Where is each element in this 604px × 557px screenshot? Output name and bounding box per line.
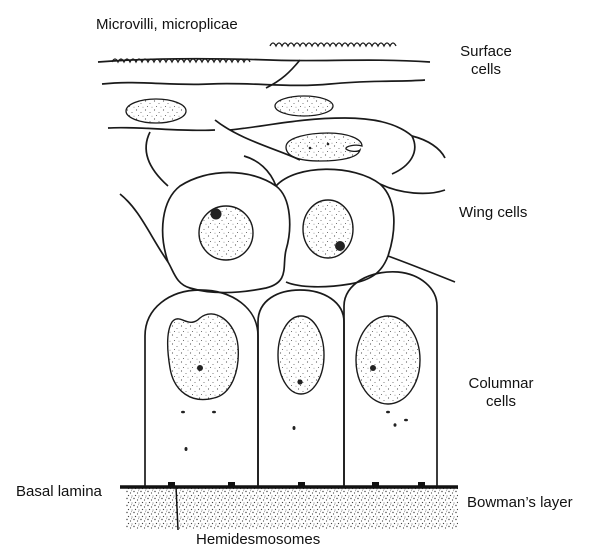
nucleolus bbox=[197, 365, 203, 371]
wing-cells-label: Wing cells bbox=[459, 204, 527, 222]
cytoplasm-granules bbox=[181, 411, 408, 451]
columnar-label-line1: Columnar bbox=[456, 375, 546, 393]
wing-cell-extension bbox=[120, 194, 168, 262]
nucleolus bbox=[211, 209, 222, 220]
surface-cell-border bbox=[102, 80, 425, 85]
surface-nucleus bbox=[286, 133, 362, 161]
wing-cell-extension bbox=[380, 184, 445, 193]
wing-cell-extension bbox=[388, 256, 455, 282]
bowmans-layer-label: Bowman’s layer bbox=[467, 494, 573, 512]
columnar-nucleus-3 bbox=[356, 316, 420, 404]
columnar-nuclei bbox=[168, 314, 420, 404]
surface-cell-border bbox=[244, 156, 276, 186]
surface-cell-border bbox=[108, 128, 215, 131]
basal-lamina-label: Basal lamina bbox=[16, 483, 102, 501]
nucleolus bbox=[297, 379, 302, 384]
surface-nucleus bbox=[275, 96, 333, 116]
columnar-label-line2: cells bbox=[456, 393, 546, 411]
surface-cell-border bbox=[412, 136, 445, 158]
microvilli-label: Microvilli, microplicae bbox=[96, 16, 238, 34]
surface-cell-border bbox=[146, 132, 168, 186]
microvilli-ruffle bbox=[270, 43, 396, 46]
nucleolus bbox=[370, 365, 376, 371]
surface-cell-border bbox=[266, 60, 300, 88]
wing-nucleus-left bbox=[199, 206, 253, 260]
hemidesmosomes-label: Hemidesmosomes bbox=[196, 531, 320, 549]
columnar-cells-label: Columnar cells bbox=[456, 375, 546, 411]
wing-cells bbox=[120, 169, 455, 292]
surface-cells-label: Surface cells bbox=[454, 43, 518, 79]
wing-nuclei bbox=[199, 200, 353, 260]
columnar-nucleus-1 bbox=[168, 314, 239, 400]
wing-nucleus-right bbox=[303, 200, 353, 258]
surface-label-line1: Surface bbox=[454, 43, 518, 61]
surface-label-line2: cells bbox=[454, 61, 518, 79]
nucleolus bbox=[335, 241, 345, 251]
surface-nucleus bbox=[126, 99, 186, 123]
